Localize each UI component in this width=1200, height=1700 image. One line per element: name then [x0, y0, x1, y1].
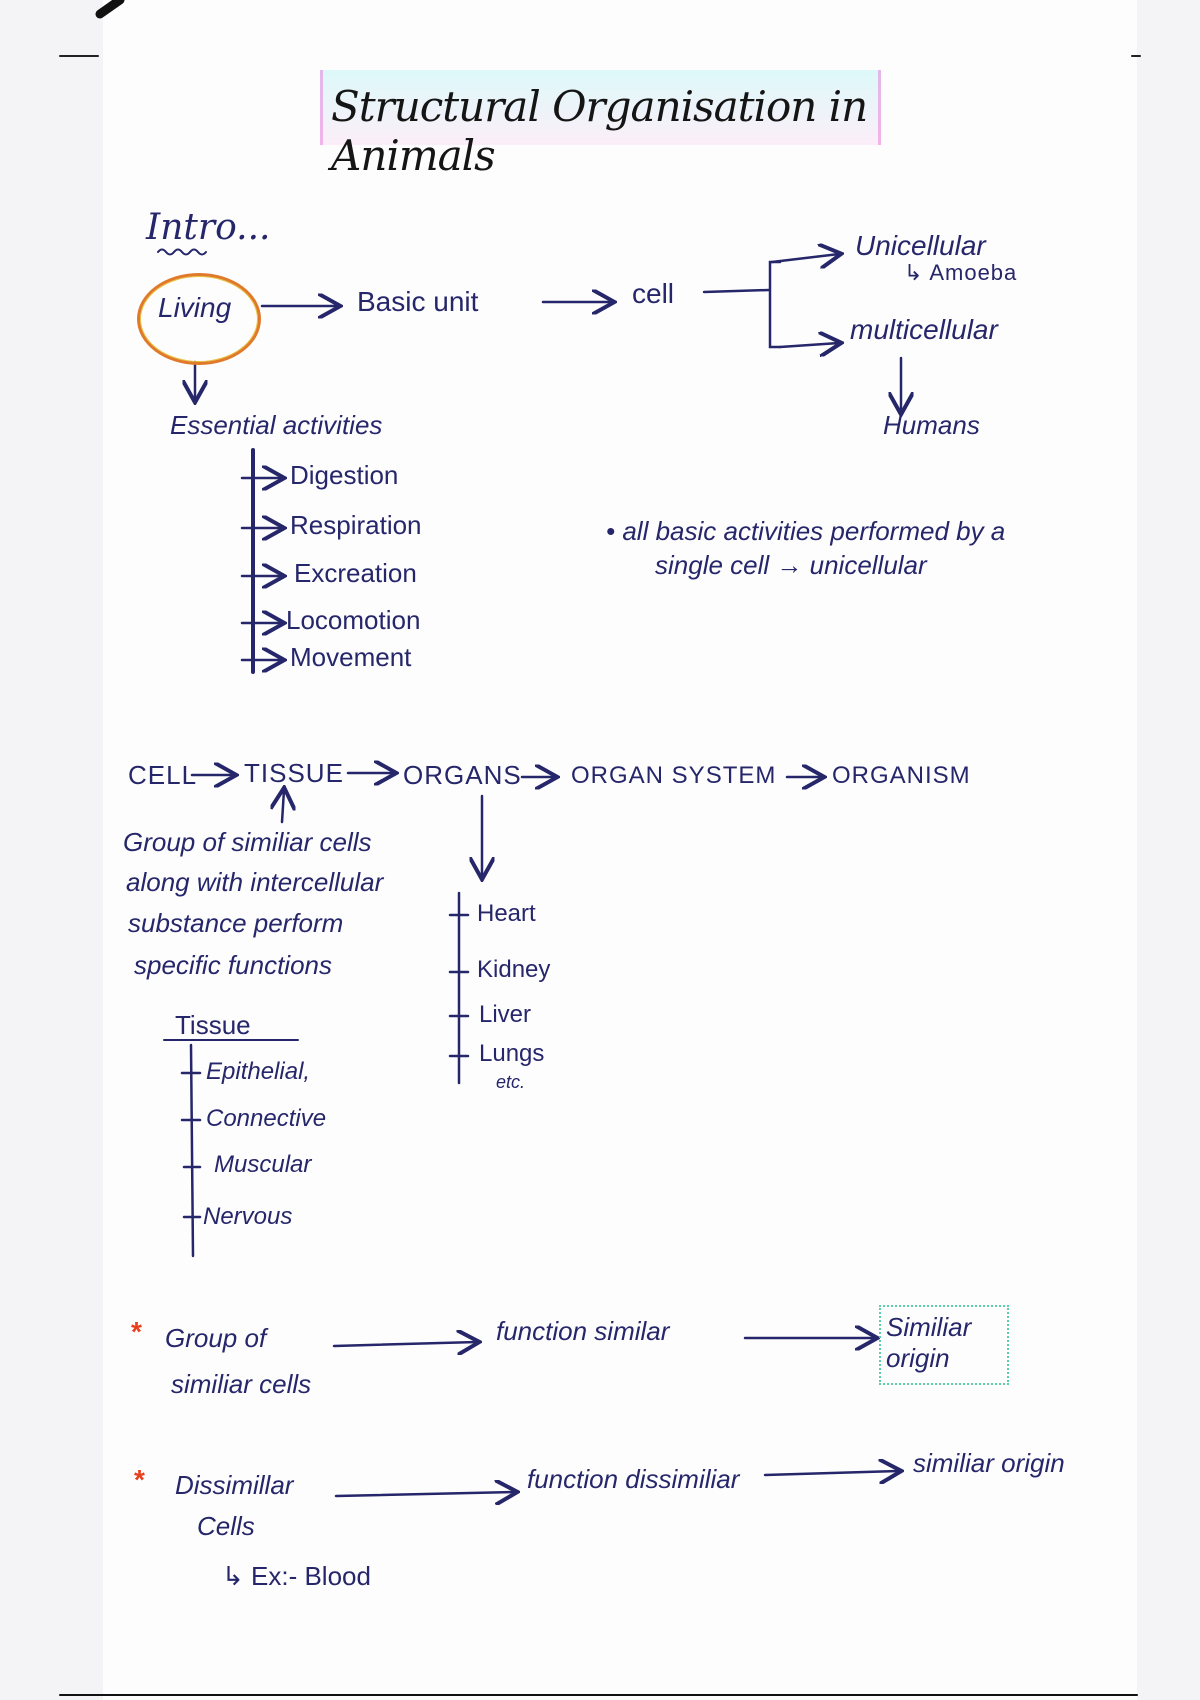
arrow-group-function	[332, 1342, 477, 1346]
organ-etc: etc.	[496, 1072, 526, 1092]
page-title-highlight: Structural Organisation in Animals	[320, 70, 881, 180]
arrow-dissimilar-function	[334, 1492, 515, 1496]
level-organism: ORGANISM	[832, 762, 971, 789]
star-bullet: *	[134, 1464, 145, 1495]
level-tissue: TISSUE	[244, 758, 344, 788]
unicellular-label: Unicellular	[855, 230, 986, 261]
comparison-origin: similiar origin	[913, 1448, 1065, 1478]
living-circle	[137, 273, 261, 365]
organ-item: Kidney	[477, 956, 551, 983]
cell-branch-line	[702, 288, 771, 294]
multicellular-label: multicellular	[850, 314, 998, 345]
activity-item: Locomotion	[286, 605, 421, 635]
arrow-multicellular	[778, 343, 839, 347]
cell-branch-bracket	[768, 260, 782, 349]
comparison-subject-line1: Group of	[165, 1323, 267, 1353]
arrow-unicellular	[770, 254, 839, 262]
tissue-definition-line: substance perform	[128, 908, 344, 938]
arrow-up-tissue	[282, 790, 284, 824]
comparison-example: ↳ Ex:- Blood	[222, 1561, 371, 1591]
tissue-vline	[189, 1043, 195, 1258]
tissue-item: Epithelial,	[206, 1058, 311, 1085]
note-line-1: • all basic activities performed by a	[606, 516, 1006, 546]
tissue-definition-line: along with intercellular	[126, 867, 384, 897]
notebook-page	[103, 0, 1137, 1700]
essential-activities-label: Essential activities	[170, 410, 383, 440]
activity-item: Excreation	[294, 558, 417, 588]
tissue-item: Muscular	[214, 1151, 312, 1178]
activity-item: Respiration	[290, 510, 422, 540]
comparison-subject-line1: Dissimillar	[175, 1470, 294, 1500]
activity-item: Movement	[290, 642, 412, 672]
star-bullet: *	[131, 1316, 142, 1347]
page-title: Structural Organisation in Animals	[331, 82, 868, 180]
level-organ-system: ORGAN SYSTEM	[571, 762, 777, 789]
humans-label: Humans	[883, 410, 980, 440]
tissue-definition-line: specific functions	[134, 950, 332, 980]
level-cell: CELL	[128, 760, 198, 790]
comparison-subject-line2: similiar cells	[171, 1369, 312, 1399]
cell-label: cell	[632, 278, 675, 309]
tissue-item: Nervous	[203, 1203, 293, 1230]
note-line-2: single cell → unicellular	[655, 550, 927, 580]
activity-item: Digestion	[290, 460, 399, 490]
intro-underline	[157, 248, 207, 256]
arrow-dissfunction-origin	[763, 1471, 899, 1475]
activities-ticks	[240, 478, 282, 660]
tissue-definition-line: Group of similiar cells	[123, 827, 372, 857]
tissue-ticks	[180, 1071, 202, 1219]
tissue-item: Connective	[206, 1105, 327, 1132]
comparison-subject-line2: Cells	[197, 1511, 255, 1541]
basic-unit-label: Basic unit	[357, 286, 479, 317]
comparison-origin: Similiar origin	[886, 1312, 972, 1374]
origin-highlight-box	[879, 1305, 1009, 1385]
comparison-function: function dissimiliar	[527, 1464, 740, 1494]
organs-ticks	[448, 913, 470, 1058]
comparison-function: function similar	[496, 1316, 670, 1346]
organ-item: Lungs	[479, 1040, 545, 1067]
amoeba-label: ↳ Amoeba	[904, 260, 1018, 285]
living-label: Living	[158, 292, 232, 323]
intro-heading: Intro...	[146, 207, 271, 248]
page-corner-mark	[95, 0, 125, 19]
tissue-heading: Tissue	[175, 1010, 251, 1040]
organ-item: Heart	[477, 900, 536, 927]
organ-item: Liver	[479, 1001, 532, 1028]
level-organs: ORGANS	[403, 760, 522, 790]
